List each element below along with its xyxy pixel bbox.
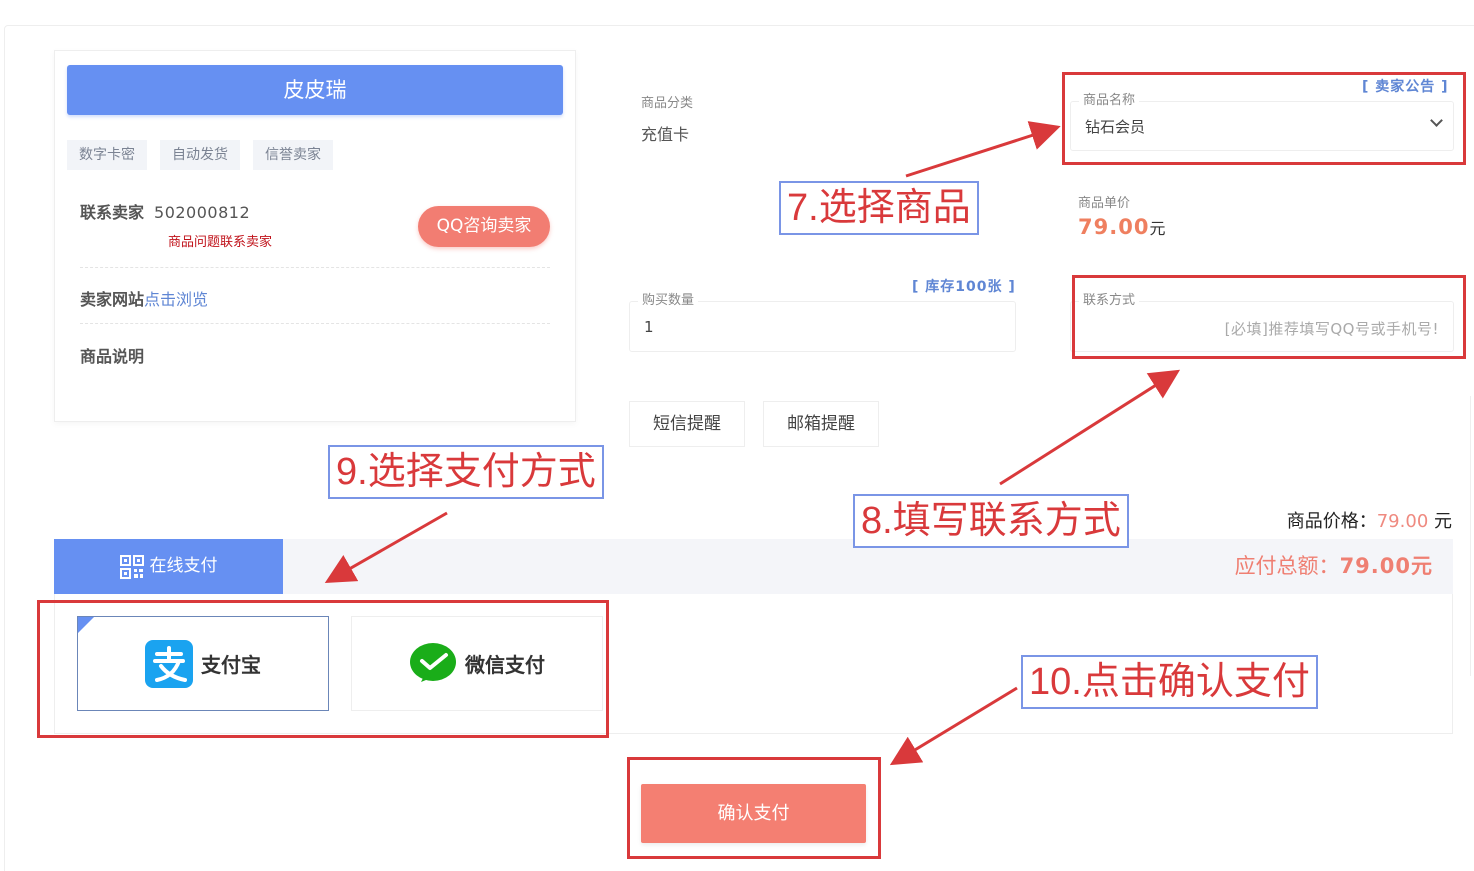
seller-name: 皮皮瑞 bbox=[67, 65, 563, 115]
seller-website-link[interactable]: 点击浏览 bbox=[144, 290, 209, 309]
tab-online-payment-label: 在线支付 bbox=[149, 556, 218, 576]
product-description-label: 商品说明 bbox=[80, 347, 145, 366]
product-label: 商品名称 bbox=[1079, 93, 1140, 109]
category-value: 充值卡 bbox=[641, 125, 690, 144]
goods-price-label: 商品价格： bbox=[1286, 511, 1377, 532]
contact-label: 联系方式 bbox=[1079, 293, 1140, 309]
payment-bar: 在线支付 应付总额：79.00元 bbox=[54, 539, 1453, 594]
category-block: 商品分类 充值卡 bbox=[641, 92, 693, 145]
total-label: 应付总额： bbox=[1234, 554, 1340, 578]
annotation-step-10: 10.点击确认支付 bbox=[1021, 655, 1318, 709]
alipay-option[interactable]: 支付宝 bbox=[77, 616, 329, 711]
total-value: 79.00元 bbox=[1339, 554, 1433, 578]
category-label: 商品分类 bbox=[641, 96, 694, 111]
tag-auto-delivery: 自动发货 bbox=[160, 140, 240, 170]
stock-indicator: [ 库存100张 ] bbox=[912, 279, 1016, 295]
alipay-icon bbox=[145, 639, 193, 688]
product-value: 钻石会员 bbox=[1085, 118, 1146, 136]
contact-seller-row: 联系卖家 502000812 bbox=[80, 199, 250, 223]
quantity-input[interactable]: 购买数量 1 bbox=[629, 293, 1016, 352]
total-amount: 应付总额：79.00元 bbox=[1235, 539, 1433, 594]
wechat-pay-label: 微信支付 bbox=[465, 653, 545, 677]
contact-seller-label: 联系卖家 bbox=[80, 203, 145, 222]
annotation-step-9: 9.选择支付方式 bbox=[328, 445, 604, 499]
contact-input[interactable]: 联系方式 [必填]推荐填写QQ号或手机号! bbox=[1070, 293, 1454, 352]
quantity-value: 1 bbox=[644, 318, 654, 336]
divider bbox=[80, 323, 550, 324]
payment-options: 支付宝 微信支付 bbox=[54, 594, 1453, 734]
seller-website-row: 卖家网站点击浏览 bbox=[80, 286, 208, 310]
seller-tags: 数字卡密 自动发货 信誉卖家 bbox=[67, 140, 333, 170]
tab-online-payment[interactable]: 在线支付 bbox=[54, 539, 283, 594]
confirm-payment-button[interactable]: 确认支付 bbox=[641, 784, 866, 843]
unit-price-label: 商品单价 bbox=[1078, 196, 1131, 211]
wechat-pay-icon bbox=[410, 642, 456, 682]
contact-placeholder: [必填]推荐填写QQ号或手机号! bbox=[1224, 320, 1439, 338]
goods-price-currency: 元 bbox=[1434, 511, 1452, 532]
unit-price-currency: 元 bbox=[1149, 219, 1166, 238]
annotation-step-7: 7.选择商品 bbox=[779, 181, 979, 235]
seller-qq-number: 502000812 bbox=[154, 203, 251, 222]
unit-price-value: 79.00 bbox=[1078, 215, 1150, 239]
tag-digital-card: 数字卡密 bbox=[67, 140, 147, 170]
divider bbox=[80, 267, 550, 268]
selected-corner-icon bbox=[78, 617, 94, 633]
page-frame bbox=[4, 25, 1474, 871]
alipay-label: 支付宝 bbox=[201, 653, 261, 677]
divider bbox=[1470, 396, 1471, 676]
sms-remind-button[interactable]: 短信提醒 bbox=[629, 401, 745, 447]
wechat-pay-option[interactable]: 微信支付 bbox=[351, 616, 603, 711]
email-remind-button[interactable]: 邮箱提醒 bbox=[763, 401, 879, 447]
seller-card: 皮皮瑞 数字卡密 自动发货 信誉卖家 联系卖家 502000812 商品问题联系卖… bbox=[54, 50, 576, 422]
product-select[interactable]: 商品名称 钻石会员 bbox=[1070, 93, 1454, 151]
qr-code-icon bbox=[119, 554, 144, 579]
unit-price-block: 商品单价 79.00元 bbox=[1078, 192, 1165, 239]
contact-hint: 商品问题联系卖家 bbox=[168, 235, 273, 250]
seller-notice-link[interactable]: [ 卖家公告 ] bbox=[1362, 79, 1449, 95]
tag-trusted-seller: 信誉卖家 bbox=[253, 140, 333, 170]
chevron-down-icon bbox=[1430, 114, 1443, 127]
seller-website-label: 卖家网站 bbox=[80, 290, 145, 309]
goods-price: 商品价格：79.00 元 bbox=[1287, 507, 1452, 533]
goods-price-value: 79.00 bbox=[1376, 511, 1429, 532]
annotation-step-8: 8.填写联系方式 bbox=[853, 494, 1129, 548]
qq-consult-button[interactable]: QQ咨询卖家 bbox=[418, 206, 550, 247]
quantity-label: 购买数量 bbox=[638, 293, 699, 309]
